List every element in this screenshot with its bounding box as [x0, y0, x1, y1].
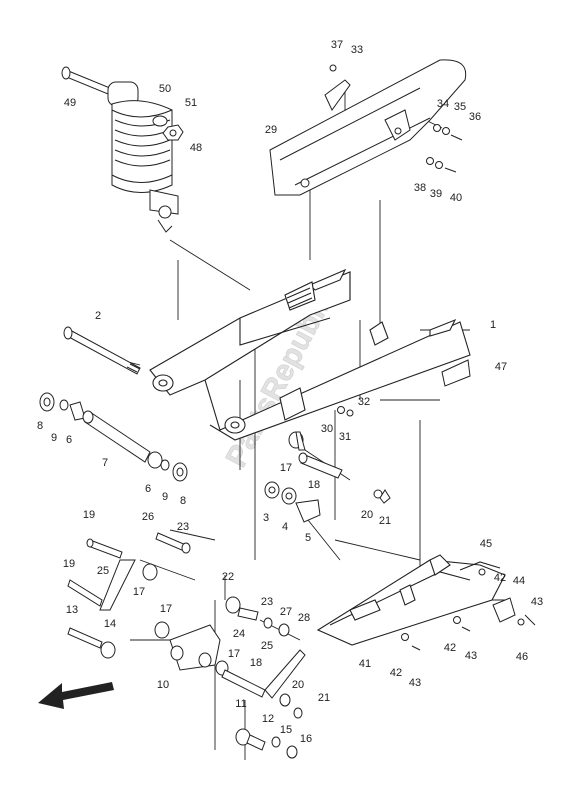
callout: 38	[414, 182, 426, 194]
callout: 17	[133, 586, 145, 598]
callout: 22	[222, 571, 234, 583]
callout: 20	[361, 509, 373, 521]
callout: 34	[437, 98, 449, 110]
linkage-assembly	[67, 532, 306, 759]
collar	[142, 563, 158, 581]
callout: 51	[185, 97, 197, 109]
callout: 42	[390, 667, 402, 679]
callout: 2	[95, 310, 101, 322]
shock-spring	[114, 119, 171, 167]
callout: 45	[480, 538, 492, 550]
callout: 13	[66, 604, 78, 616]
callout: 6	[66, 434, 72, 446]
small-fasteners-upper	[329, 64, 463, 173]
front-arrow-icon	[38, 682, 114, 709]
reflector-plate	[441, 359, 471, 387]
callout: 43	[409, 677, 421, 689]
callout: 1	[490, 319, 496, 331]
callout: 29	[265, 124, 277, 136]
callout-labels: 1 2 3 4 5 6 6 7 8 8 9 9 10 11 12 13 14 1…	[37, 39, 543, 745]
callout: 43	[465, 650, 477, 662]
callout: 40	[450, 192, 462, 204]
callout: 10	[157, 679, 169, 691]
callout: 37	[331, 39, 343, 51]
callout: 11	[235, 698, 246, 710]
callout: 12	[262, 713, 274, 725]
callout: 36	[469, 111, 481, 123]
pivot-shaft	[84, 411, 151, 463]
callout: 26	[142, 511, 154, 523]
callout: 5	[305, 532, 311, 544]
callout: 8	[37, 420, 43, 432]
callout: 20	[292, 679, 304, 691]
callout: 17	[280, 462, 292, 474]
callout: 25	[97, 565, 109, 577]
callout: 24	[233, 628, 245, 640]
callout: 9	[162, 491, 168, 503]
upper-bushings	[288, 406, 391, 504]
callout: 41	[359, 658, 371, 670]
callout: 16	[300, 733, 312, 745]
callout: 30	[321, 423, 333, 435]
callout: 23	[177, 521, 189, 533]
small-fasteners-lower	[401, 568, 536, 651]
callout: 42	[494, 572, 506, 584]
callout: 42	[444, 642, 456, 654]
callout: 19	[83, 509, 95, 521]
shock-bolt	[63, 69, 111, 95]
callout: 14	[104, 618, 116, 630]
callout: 35	[454, 101, 466, 113]
callout: 25	[261, 640, 273, 652]
bracket-33	[324, 79, 351, 111]
swing-arm	[149, 268, 471, 441]
lower-chain-guard	[316, 554, 506, 646]
callout: 7	[102, 457, 108, 469]
callout: 50	[159, 83, 171, 95]
callout: 31	[339, 431, 351, 443]
callout: 8	[180, 495, 186, 507]
callout: 15	[280, 724, 292, 736]
callout: 48	[190, 142, 202, 154]
callout: 21	[318, 692, 330, 704]
callout: 39	[430, 188, 442, 200]
chain-cover	[269, 59, 467, 196]
callout: 28	[298, 612, 310, 624]
pivot-collars	[39, 392, 188, 482]
collar-set-3-5	[264, 481, 321, 523]
callout: 32	[358, 396, 370, 408]
nut-parts	[152, 115, 184, 141]
callout: 3	[263, 512, 269, 524]
pivot-bolt	[63, 326, 141, 375]
callout: 19	[63, 558, 75, 570]
callout: 17	[228, 648, 240, 660]
callout: 43	[531, 596, 543, 608]
connecting-rod-2	[264, 649, 306, 699]
callout: 6	[145, 483, 151, 495]
callout: 27	[280, 606, 292, 618]
callout: 33	[351, 44, 363, 56]
callout: 23	[261, 596, 273, 608]
callout: 9	[51, 432, 57, 444]
callout: 46	[516, 651, 528, 663]
callout: 4	[282, 521, 288, 533]
callout: 17	[160, 603, 172, 615]
callout: 18	[250, 657, 262, 669]
connecting-rod	[99, 559, 136, 611]
callout: 47	[495, 361, 507, 373]
callout: 44	[513, 575, 525, 587]
callout: 49	[64, 97, 76, 109]
shock-bottom-clevis	[149, 189, 179, 215]
callout: 18	[308, 479, 320, 491]
callout: 21	[379, 515, 391, 527]
